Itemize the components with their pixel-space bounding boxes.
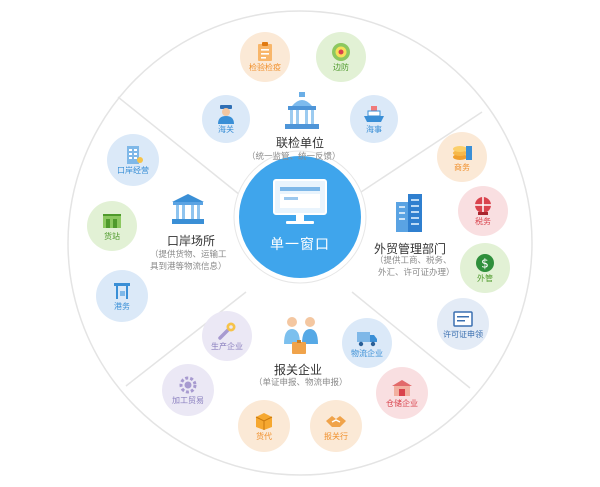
coins-icon <box>453 146 472 160</box>
truck-icon <box>357 332 377 347</box>
node-label: 边防 <box>333 63 349 72</box>
divider-top-left <box>117 96 241 196</box>
handshake-icon <box>326 416 346 427</box>
package-icon <box>255 413 273 430</box>
section-desc-port-sites-2: 具到港等物流信息） <box>150 262 227 272</box>
node-label: 仓储企业 <box>386 399 418 408</box>
node-label: 报关行 <box>324 432 348 441</box>
node-port-affairs[interactable]: 港务 <box>96 270 148 322</box>
divider-bottom-left <box>125 291 247 387</box>
node-commerce[interactable]: 商务 <box>437 132 487 182</box>
ship-icon <box>364 106 384 122</box>
node-label: 加工贸易 <box>172 396 204 405</box>
node-taxation[interactable]: 税务 <box>458 186 508 236</box>
node-label: 生产企业 <box>211 342 243 351</box>
skyscraper-icon <box>396 194 422 232</box>
center-single-window: 单一窗口 <box>239 156 361 278</box>
wrench-icon <box>218 322 236 340</box>
node-label: 物流企业 <box>351 349 383 358</box>
node-warehousing-companies[interactable]: 仓储企业 <box>376 367 428 419</box>
monitor-icon <box>273 179 327 224</box>
node-freight-forwarder[interactable]: 货代 <box>238 400 290 452</box>
section-title-trade-departments: 外贸管理部门 <box>374 242 447 256</box>
node-label: 货站 <box>104 232 120 241</box>
node-border-defense[interactable]: 边防 <box>316 32 366 82</box>
crane-icon <box>114 283 130 299</box>
node-label: 海事 <box>366 125 382 134</box>
certificate-icon <box>453 311 473 327</box>
section-title-customs-brokers: 报关企业 <box>274 363 323 377</box>
node-label: 海关 <box>218 125 234 134</box>
center-label: 单一窗口 <box>270 237 330 253</box>
divider-bottom-right <box>351 291 471 389</box>
customs-officer-icon <box>218 105 234 124</box>
node-license-application[interactable]: 许可证申领 <box>437 298 489 350</box>
node-label: 检验检疫 <box>249 63 281 72</box>
node-label: 商务 <box>454 163 470 172</box>
node-label: 税务 <box>475 217 491 226</box>
divider-top-right <box>351 111 483 199</box>
node-foreign-exchange[interactable]: $ 外管 <box>460 243 510 293</box>
node-inspection-quarantine[interactable]: 检验检疫 <box>240 32 290 82</box>
border-badge-icon <box>332 43 350 61</box>
section-title-inspection-units: 联检单位 <box>276 136 325 150</box>
gear-icon <box>179 376 197 394</box>
node-label: 许可证申领 <box>443 330 483 339</box>
section-desc-trade-departments-2: 外汇、许可证办理） <box>378 268 455 278</box>
brokers-people-icon <box>284 317 318 354</box>
tax-globe-icon <box>475 197 491 215</box>
node-logistics-companies[interactable]: 物流企业 <box>342 318 392 368</box>
node-customs-broker[interactable]: 报关行 <box>310 400 362 452</box>
node-manufacturing-companies[interactable]: 生产企业 <box>202 311 252 361</box>
clipboard-icon <box>258 42 272 61</box>
section-desc-inspection-units: （统一监管、统一反馈） <box>247 152 341 162</box>
freight-station-icon <box>103 214 121 228</box>
node-processing-trade[interactable]: 加工贸易 <box>162 364 214 416</box>
government-building-icon <box>285 92 319 129</box>
office-building-icon <box>127 146 143 164</box>
node-freight-station[interactable]: 货站 <box>87 201 137 251</box>
section-title-port-sites: 口岸场所 <box>167 234 216 248</box>
node-label: 货代 <box>256 432 272 441</box>
node-maritime[interactable]: 海事 <box>350 95 398 143</box>
section-desc-port-sites-1: （提供货物、运输工 <box>150 250 227 260</box>
node-customs[interactable]: 海关 <box>202 95 250 143</box>
node-port-operations[interactable]: 口岸经营 <box>107 134 159 186</box>
node-label: 口岸经营 <box>117 166 149 175</box>
section-desc-customs-brokers: （单证申报、物流申报） <box>254 378 348 388</box>
svg-text:$: $ <box>481 257 489 271</box>
node-label: 港务 <box>114 302 130 311</box>
node-label: 外管 <box>477 274 493 283</box>
currency-exchange-icon: $ <box>476 254 494 272</box>
warehouse-icon <box>392 380 412 396</box>
section-desc-trade-departments-1: （提供工商、税务、 <box>375 256 452 266</box>
port-building-icon <box>172 194 204 224</box>
